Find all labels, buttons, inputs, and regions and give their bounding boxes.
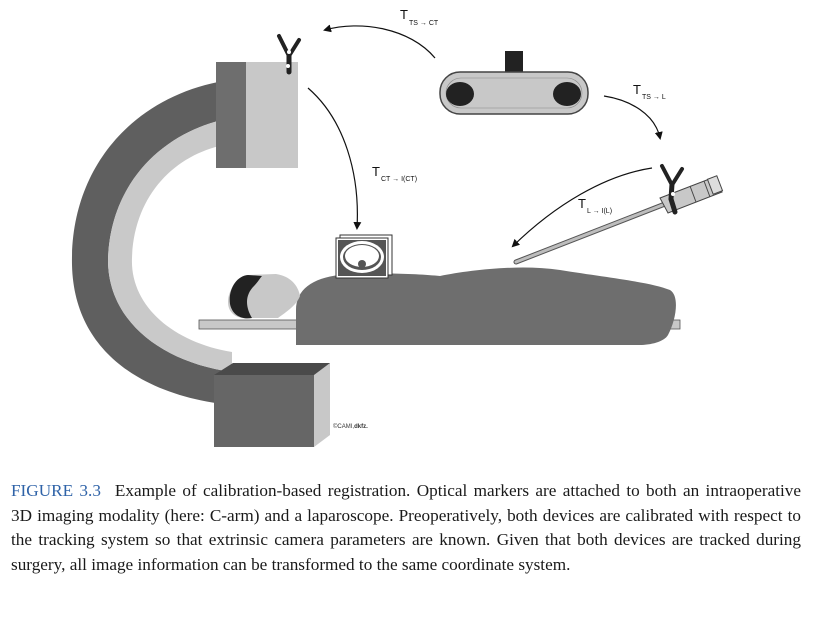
caption-text: Example of calibration-based registratio… xyxy=(11,481,801,574)
label-t-ct-ict: T CT → I(CT) xyxy=(372,164,417,183)
svg-text:T: T xyxy=(400,7,408,22)
laparoscope-optical-marker xyxy=(660,164,684,215)
ct-image xyxy=(335,234,393,279)
c-arm-detector xyxy=(216,62,298,168)
laparoscope xyxy=(513,164,724,265)
svg-text:TS → CT: TS → CT xyxy=(409,20,439,27)
tracking-system-camera xyxy=(439,51,589,115)
arrow-ct-to-ict xyxy=(307,87,362,230)
patient xyxy=(228,267,676,345)
svg-text:©CAMI,dkfz.: ©CAMI,dkfz. xyxy=(333,423,368,430)
label-t-ts-l: T TS → L xyxy=(633,82,666,101)
transform-arrows xyxy=(307,24,663,248)
arrow-ts-to-l xyxy=(603,95,663,140)
label-t-l-il: T L → I(L) xyxy=(578,196,612,215)
calibration-registration-diagram: T TS → CT T TS → L T CT → I(CT) T L → I(… xyxy=(71,7,724,447)
arrow-l-to-il xyxy=(511,167,653,248)
svg-text:CT → I(CT): CT → I(CT) xyxy=(381,176,417,183)
c-arm-source xyxy=(214,363,330,447)
arrow-ts-to-ct xyxy=(323,24,436,59)
label-t-ts-ct: T TS → CT xyxy=(400,7,439,27)
svg-text:T: T xyxy=(578,196,586,211)
svg-text:TS → L: TS → L xyxy=(642,94,666,101)
c-arm-optical-marker xyxy=(277,34,301,75)
svg-text:T: T xyxy=(372,164,380,179)
copyright-notice: ©CAMI,dkfz. xyxy=(333,423,368,430)
figure-label: FIGURE 3.3 xyxy=(11,481,101,500)
svg-text:L → I(L): L → I(L) xyxy=(587,208,612,215)
svg-text:T: T xyxy=(633,82,641,97)
c-arm xyxy=(71,34,330,447)
